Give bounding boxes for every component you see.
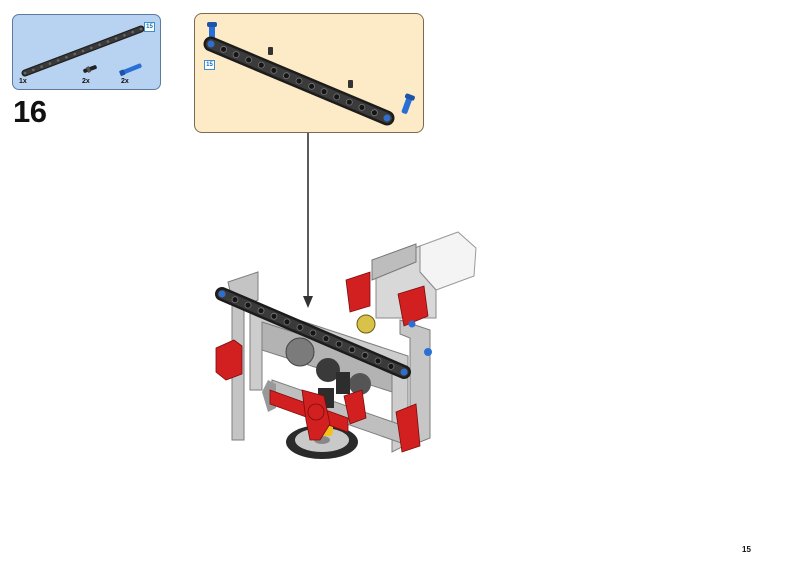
page-number: 15 bbox=[742, 545, 751, 554]
parts-list-illustration bbox=[21, 25, 145, 77]
beam-qty: 1x bbox=[19, 78, 27, 85]
beam-length-badge: 15 bbox=[144, 22, 155, 32]
black-pin-part bbox=[83, 65, 97, 73]
step-number: 16 bbox=[13, 94, 47, 129]
subassembly-callout: 15 bbox=[194, 13, 424, 133]
blue-pins-model bbox=[408, 320, 432, 356]
parts-list-box: 15 1x 2x 2x bbox=[12, 14, 161, 90]
beam-15-part bbox=[21, 25, 145, 77]
red-connectors bbox=[215, 271, 429, 453]
callout-beam bbox=[203, 36, 395, 126]
insertion-arrow bbox=[303, 133, 313, 308]
callout-beam-illustration bbox=[203, 22, 415, 126]
callout-length-badge: 15 bbox=[204, 60, 215, 70]
blue-pin-qty: 2x bbox=[121, 78, 129, 85]
internal-mechanism bbox=[285, 314, 376, 408]
attached-beam bbox=[215, 287, 411, 379]
black-pin-qty: 2x bbox=[82, 78, 90, 85]
blue-axle-pin-part bbox=[119, 63, 142, 76]
